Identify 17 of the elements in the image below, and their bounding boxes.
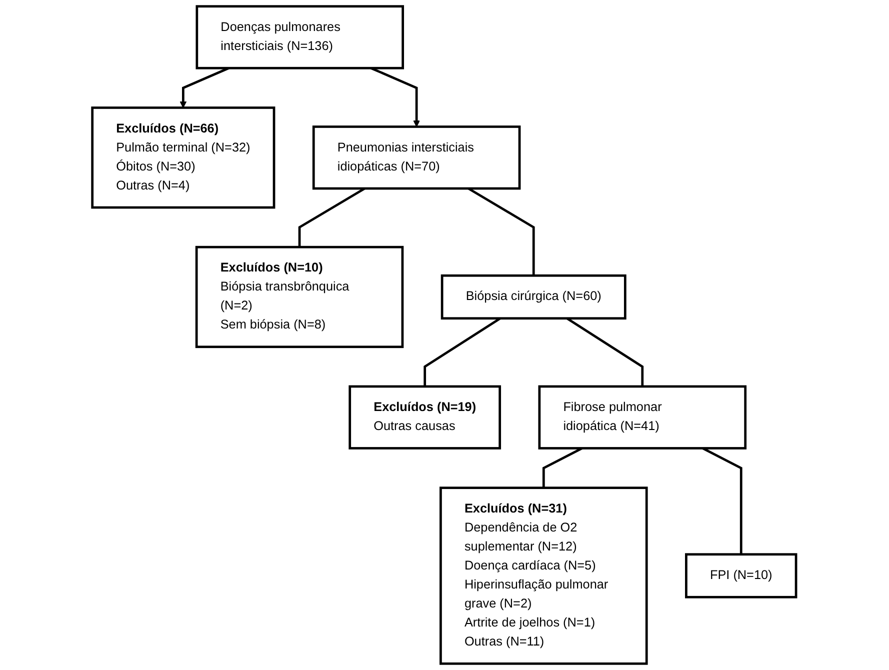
node-box: Pneumonias intersticiais idiopáticas (N=70) (312, 126, 522, 190)
node-box: Doenças pulmonares intersticiais (N=136) (196, 5, 404, 70)
node-box: Excluídos (N=66) Pulmão terminal (N=32) Óbitos (N=30) Outras (N=4) (91, 106, 276, 209)
connector (298, 187, 366, 248)
node-box: Fibrose pulmonar idiopática (N=41) (538, 385, 747, 450)
arrow (370, 67, 420, 128)
connector (468, 187, 536, 276)
node-box: Excluídos (N=19) Outras causas (348, 385, 502, 450)
connector (542, 447, 584, 488)
connector (702, 447, 743, 554)
connector (424, 317, 502, 386)
node-box: Excluídos (N=31) Dependência de O2 suplementar (N=12) Doença cardíaca (N=5) Hiperinsuflação pulmonar grave (N=2) Artrite de joelhos (N=1) Outras (N=11) (440, 486, 648, 665)
node-box: Biópsia cirúrgica (N=60) (441, 274, 627, 320)
arrow (180, 67, 230, 108)
connector (566, 317, 644, 386)
node-box: Excluídos (N=10) Biópsia transbrônquica (N=2) Sem biópsia (N=8) (196, 246, 404, 348)
node-box: FPI (N=10) (685, 553, 798, 598)
